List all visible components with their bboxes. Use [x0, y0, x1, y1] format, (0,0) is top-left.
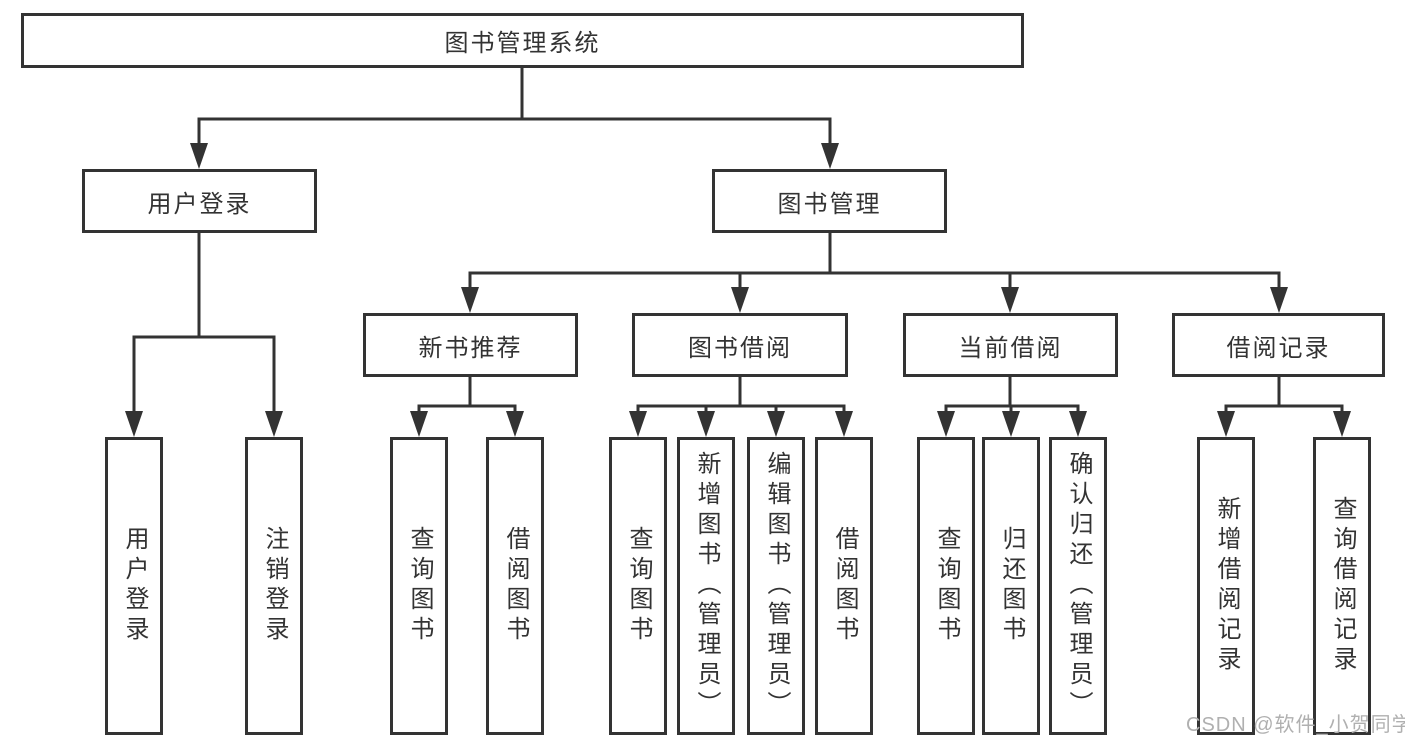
- node-library-system: 图书管理系统: [21, 13, 1024, 68]
- node-leaf-user-login-label: 用户登录: [121, 526, 148, 646]
- node-library-system-label: 图书管理系统: [444, 30, 601, 57]
- csdn-watermark: CSDN @软件_小贺同学: [1186, 714, 1405, 736]
- node-new-book-recommend-label: 新书推荐: [418, 334, 523, 362]
- node-leaf-return-book-label: 归还图书: [998, 526, 1025, 646]
- node-book-management: 图书管理: [712, 169, 947, 233]
- node-book-management-label: 图书管理: [777, 190, 882, 218]
- node-borrow-records-label: 借阅记录: [1226, 334, 1331, 362]
- node-leaf-edit-book-admin-label: 编辑图书（管理员）: [763, 451, 790, 721]
- node-leaf-return-book: 归还图书: [982, 437, 1040, 735]
- node-book-borrow-label: 图书借阅: [688, 334, 792, 362]
- node-leaf-borrow-books-recommend-label: 借阅图书: [502, 526, 529, 646]
- node-leaf-confirm-return-admin: 确认归还（管理员）: [1049, 437, 1107, 735]
- node-user-login-label: 用户登录: [147, 190, 252, 218]
- node-leaf-query-books-current: 查询图书: [917, 437, 975, 735]
- node-leaf-query-books-recommend-label: 查询图书: [406, 526, 433, 646]
- node-leaf-query-books-current-label: 查询图书: [933, 526, 960, 646]
- node-leaf-user-login: 用户登录: [105, 437, 163, 735]
- node-leaf-add-book-admin: 新增图书（管理员）: [677, 437, 735, 735]
- node-current-borrow: 当前借阅: [903, 313, 1118, 377]
- node-leaf-borrow-books-label: 借阅图书: [831, 526, 858, 646]
- node-leaf-borrow-books: 借阅图书: [815, 437, 873, 735]
- node-borrow-records: 借阅记录: [1172, 313, 1385, 377]
- node-leaf-add-borrow-record: 新增借阅记录: [1197, 437, 1255, 735]
- node-leaf-confirm-return-admin-label: 确认归还（管理员）: [1065, 451, 1092, 721]
- node-leaf-query-books-borrow: 查询图书: [609, 437, 667, 735]
- node-leaf-query-borrow-record: 查询借阅记录: [1313, 437, 1371, 735]
- node-leaf-query-books-recommend: 查询图书: [390, 437, 448, 735]
- node-leaf-add-book-admin-label: 新增图书（管理员）: [693, 451, 720, 721]
- node-book-borrow: 图书借阅: [632, 313, 848, 377]
- node-new-book-recommend: 新书推荐: [363, 313, 578, 377]
- node-leaf-query-borrow-record-label: 查询借阅记录: [1329, 496, 1356, 676]
- node-current-borrow-label: 当前借阅: [958, 334, 1063, 362]
- node-user-login: 用户登录: [82, 169, 317, 233]
- node-leaf-query-books-borrow-label: 查询图书: [625, 526, 652, 646]
- node-leaf-borrow-books-recommend: 借阅图书: [486, 437, 544, 735]
- node-leaf-logout-label: 注销登录: [261, 526, 288, 646]
- node-leaf-edit-book-admin: 编辑图书（管理员）: [747, 437, 805, 735]
- node-leaf-logout: 注销登录: [245, 437, 303, 735]
- node-leaf-add-borrow-record-label: 新增借阅记录: [1213, 496, 1240, 676]
